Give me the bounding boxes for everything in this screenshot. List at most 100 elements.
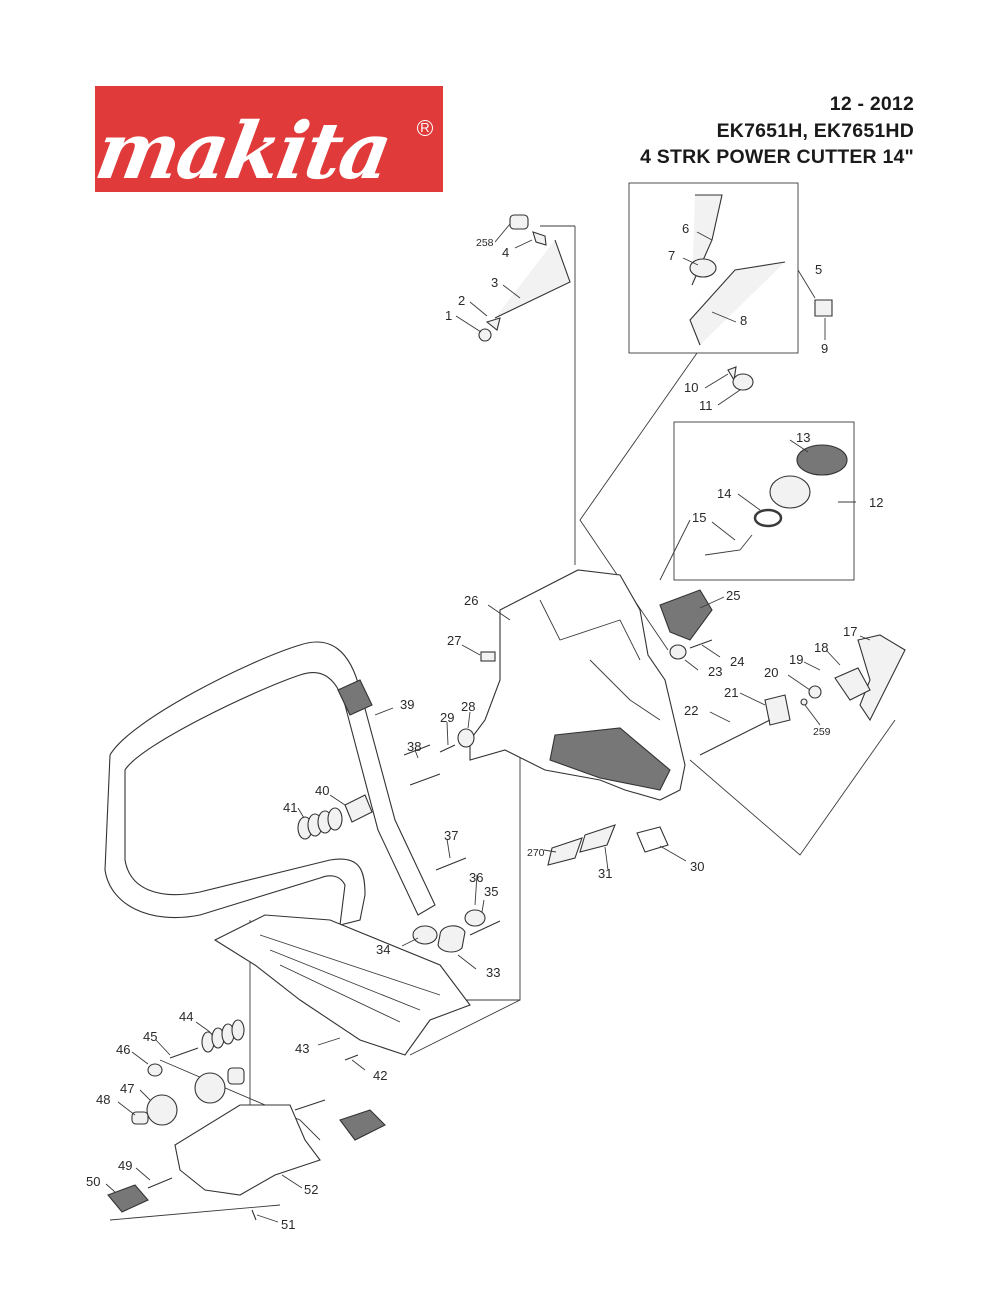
shaft-22 xyxy=(699,719,771,756)
diagram-date: 12 - 2012 xyxy=(829,93,914,115)
fuel-hose-inset-box xyxy=(628,182,799,354)
screw-29 xyxy=(439,744,456,753)
model-numbers: EK7651H, EK7651HD xyxy=(716,120,914,142)
bushing-28 xyxy=(457,728,475,748)
bushing xyxy=(227,1067,245,1085)
bolt-35 xyxy=(469,920,501,936)
registered-mark-icon: R xyxy=(417,120,433,136)
pin-259 xyxy=(800,698,808,706)
bolt xyxy=(294,1099,326,1111)
tank-window xyxy=(549,727,671,791)
cap-body xyxy=(769,475,811,509)
primer-9 xyxy=(814,299,833,317)
callout-17: 17 xyxy=(843,624,857,639)
bushing-34 xyxy=(412,925,438,945)
callout-21: 21 xyxy=(724,685,738,700)
plate-ribs xyxy=(259,934,441,1023)
callout-270: 270 xyxy=(527,847,545,859)
callout-18: 18 xyxy=(814,640,828,655)
callout-49: 49 xyxy=(118,1158,132,1173)
filter-11 xyxy=(732,373,754,391)
throttle-trigger-17 xyxy=(857,634,906,722)
callout-52: 52 xyxy=(304,1182,318,1197)
strap-15 xyxy=(704,534,753,556)
callout-25: 25 xyxy=(726,588,740,603)
callout-2: 2 xyxy=(458,293,465,308)
grommet-7 xyxy=(689,258,717,278)
label-31 xyxy=(579,824,616,853)
makita-logo: makita xyxy=(95,86,443,192)
label-270 xyxy=(547,837,583,866)
callout-48: 48 xyxy=(96,1092,110,1107)
guide-line xyxy=(689,719,896,856)
guide-line xyxy=(409,999,521,1056)
callout-50: 50 xyxy=(86,1174,100,1189)
callout-47: 47 xyxy=(120,1081,134,1096)
callout-29: 29 xyxy=(440,710,454,725)
bolt-38 xyxy=(403,744,431,756)
callout-34: 34 xyxy=(376,942,390,957)
guide-line xyxy=(109,1204,281,1221)
callout-7: 7 xyxy=(668,248,675,263)
callout-43: 43 xyxy=(295,1041,309,1056)
callout-14: 14 xyxy=(717,486,731,501)
callout-9: 9 xyxy=(821,341,828,356)
callout-46: 46 xyxy=(116,1042,130,1057)
roller-47 xyxy=(146,1094,178,1126)
callout-40: 40 xyxy=(315,783,329,798)
clamp-33 xyxy=(437,925,466,953)
fitting-258 xyxy=(509,214,529,230)
bolt-38b xyxy=(409,773,441,786)
front-handle-bar xyxy=(104,641,436,926)
housing-detail xyxy=(539,599,661,721)
lower-housing-52 xyxy=(174,1104,321,1196)
callout-4: 4 xyxy=(502,245,509,260)
callout-30: 30 xyxy=(690,859,704,874)
bracket-21 xyxy=(764,694,791,726)
callout-22: 22 xyxy=(684,703,698,718)
fuel-hose-3 xyxy=(494,239,571,319)
callout-13: 13 xyxy=(796,430,810,445)
callout-35: 35 xyxy=(484,884,498,899)
callout-51: 51 xyxy=(281,1217,295,1232)
callout-12: 12 xyxy=(869,495,883,510)
callout-5: 5 xyxy=(815,262,822,277)
logo-wordmark: makita xyxy=(95,105,397,192)
throttle-lever-19 xyxy=(834,667,871,701)
callout-labels: 1 2 3 4 258 5 6 7 8 9 10 11 12 13 14 15 … xyxy=(86,221,883,1232)
spring-44 xyxy=(201,1019,245,1053)
damper-mount-40 xyxy=(344,794,373,823)
callout-45: 45 xyxy=(143,1029,157,1044)
screw-24 xyxy=(689,639,713,649)
tank-cap-inset-box xyxy=(673,421,855,581)
product-description: 4 STRK POWER CUTTER 14" xyxy=(640,146,914,168)
callout-27: 27 xyxy=(447,633,461,648)
callout-11: 11 xyxy=(699,398,713,413)
callout-28: 28 xyxy=(461,699,475,714)
nut-46 xyxy=(147,1063,163,1077)
callout-19: 19 xyxy=(789,652,803,667)
fitting-10 xyxy=(727,366,737,382)
callout-26: 26 xyxy=(464,593,478,608)
o-ring-14 xyxy=(753,508,783,528)
callout-8: 8 xyxy=(740,313,747,328)
bolt-45 xyxy=(169,1047,199,1059)
spacer-23 xyxy=(669,644,687,660)
bolt-37 xyxy=(435,857,467,871)
callout-38: 38 xyxy=(407,739,421,754)
callout-24: 24 xyxy=(730,654,744,669)
callout-259: 259 xyxy=(813,726,831,738)
guide-line xyxy=(659,519,691,581)
screw-51 xyxy=(251,1209,257,1221)
bushing-36 xyxy=(464,909,486,927)
logo-text: makita xyxy=(95,105,397,192)
callout-20: 20 xyxy=(764,665,778,680)
bolt-49 xyxy=(147,1177,173,1189)
callout-15: 15 xyxy=(692,510,706,525)
callout-41: 41 xyxy=(283,800,297,815)
callout-258: 258 xyxy=(476,237,494,249)
callout-33: 33 xyxy=(486,965,500,980)
vibration-spring-41 xyxy=(297,807,343,840)
base-plate-43 xyxy=(213,914,471,1056)
